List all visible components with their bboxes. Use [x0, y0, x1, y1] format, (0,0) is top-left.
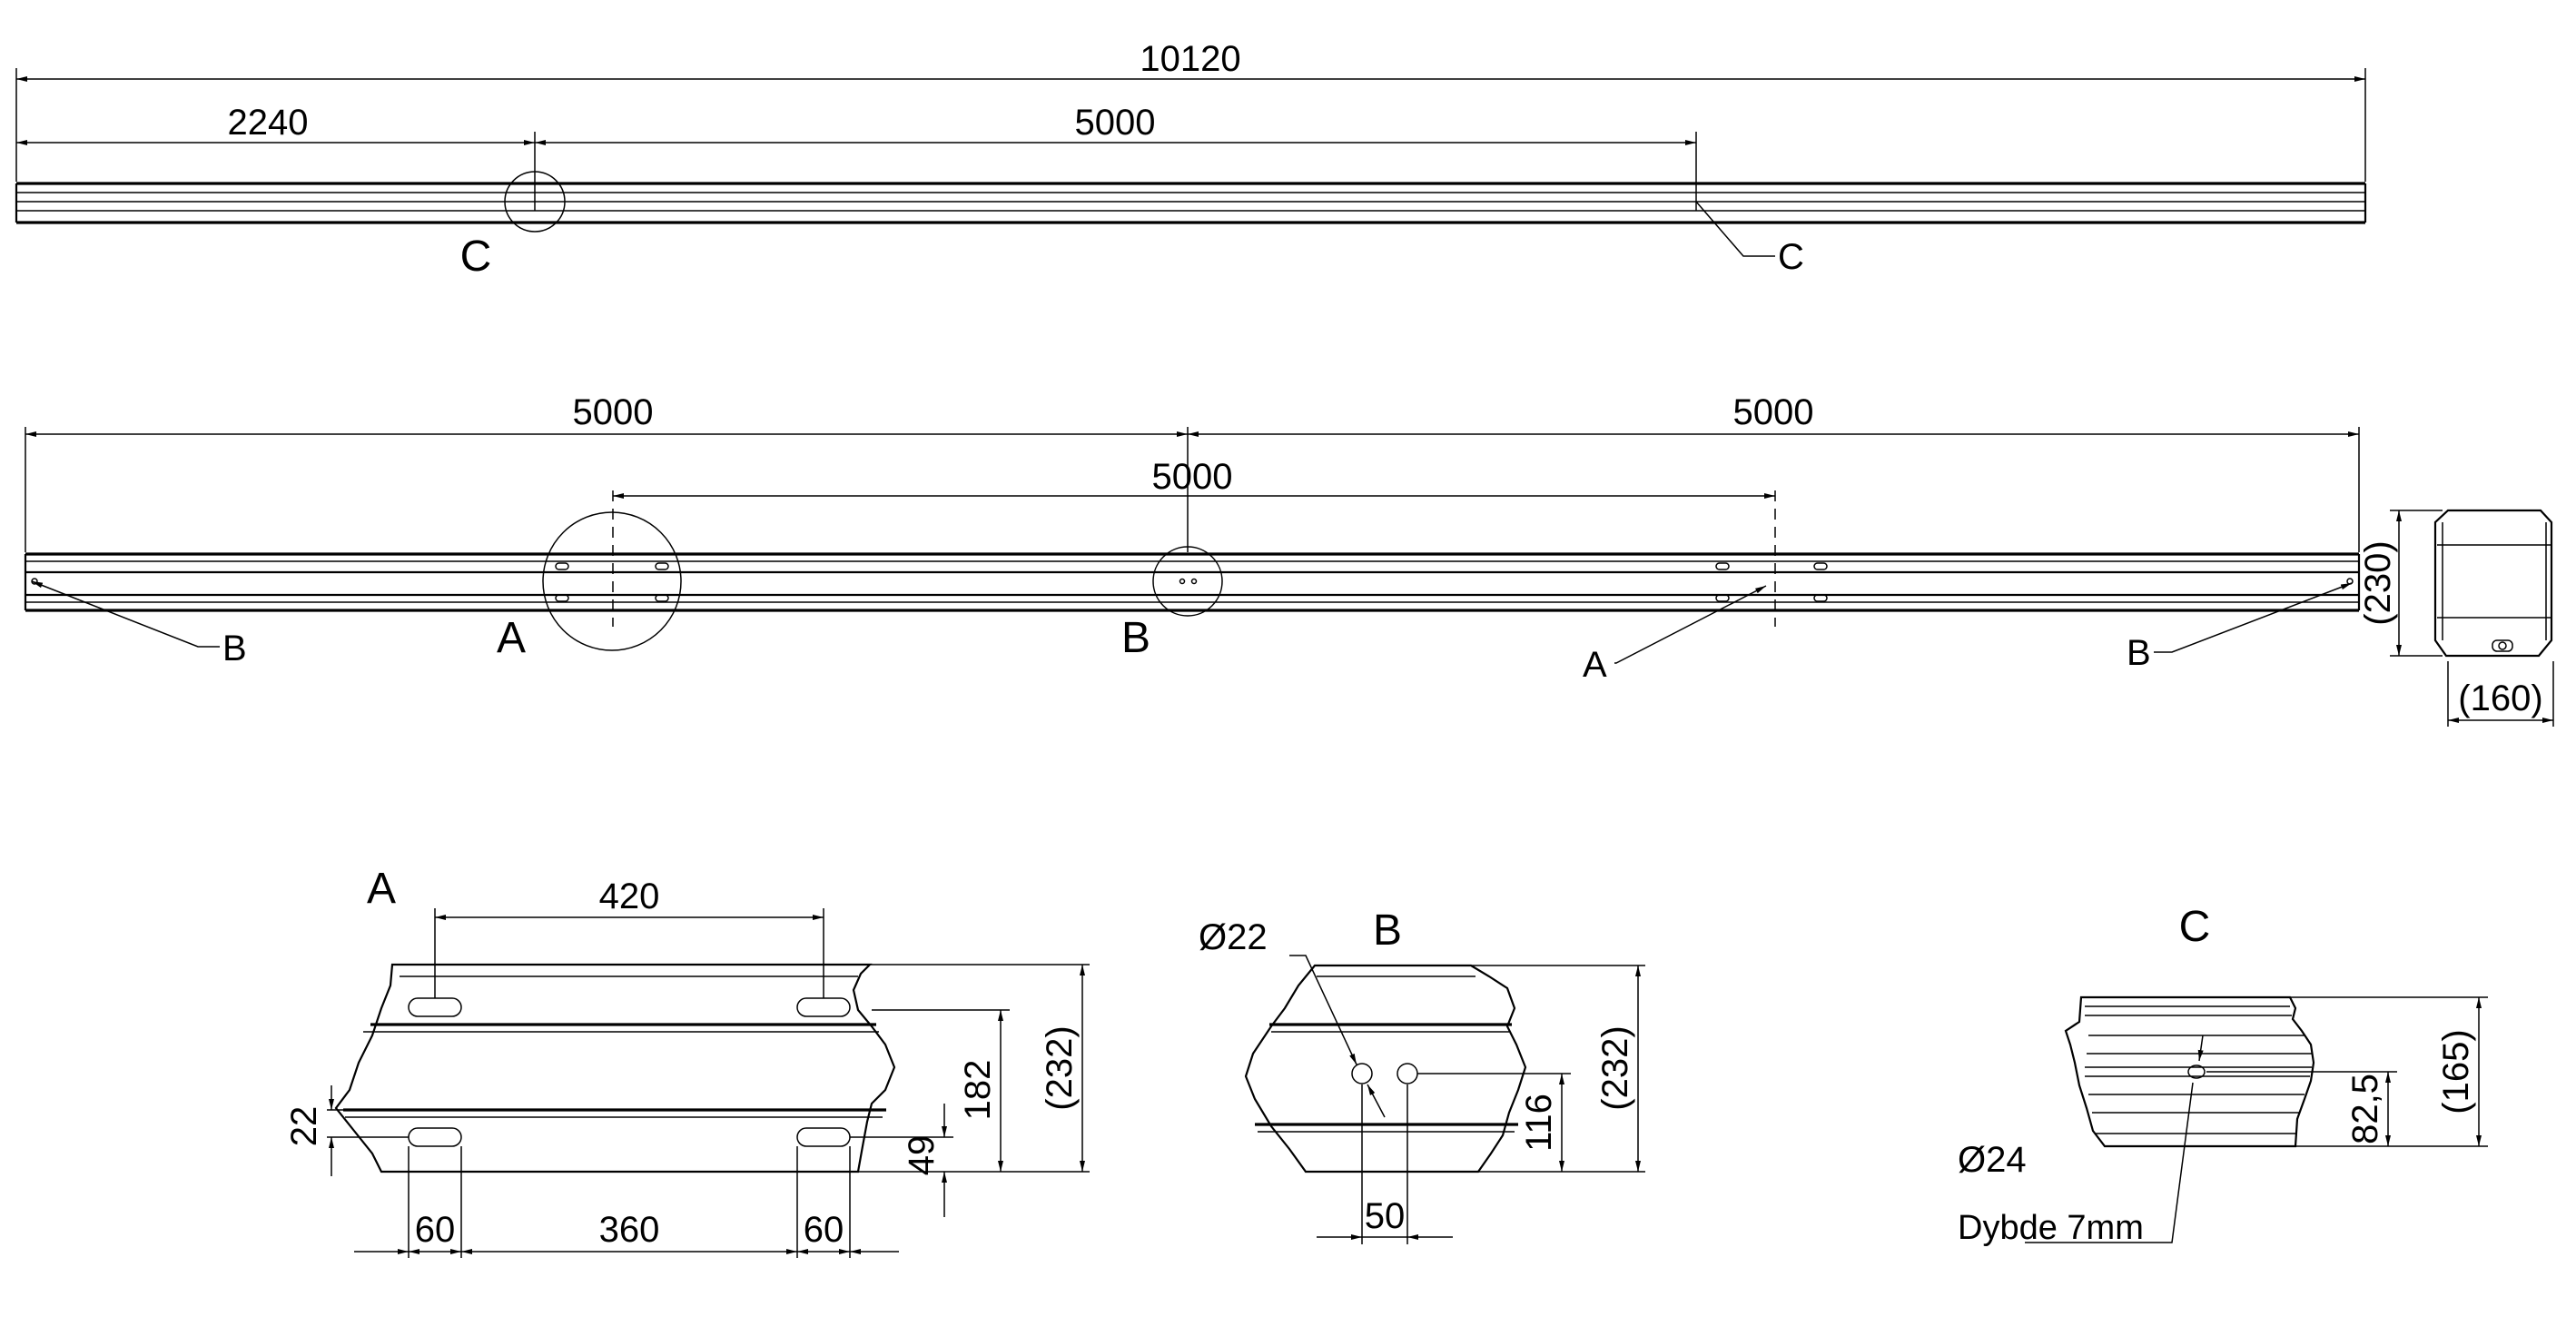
detail-label-c-top: C — [460, 233, 492, 281]
detail-a-420-dimension: 420 — [599, 876, 660, 916]
detail-c-depth-note: Dybde 7mm — [1958, 1209, 2144, 1247]
detail-c-165: (165) — [2436, 1029, 2476, 1114]
callout-label-b-right: B — [2127, 633, 2151, 673]
detail-a-60-right: 60 — [804, 1210, 844, 1250]
detail-b-232: (232) — [1595, 1025, 1635, 1110]
detail-label-a: A — [497, 614, 526, 662]
detail-b-116: 116 — [1519, 1094, 1559, 1152]
detail-view-a: A 420 60 360 60 22 — [284, 865, 1090, 1258]
callout-label-a: A — [1583, 645, 1607, 685]
top-left-dimension: 2240 — [228, 103, 309, 143]
detail-c-hole-diameter: Ø24 — [1958, 1140, 2027, 1180]
top-profile-view: 10120 2240 5000 C C — [15, 39, 2367, 281]
side-rail-body — [24, 552, 2361, 612]
top-middle-dimension: 5000 — [1075, 103, 1156, 143]
detail-b-hole-diameter: Ø22 — [1199, 917, 1268, 957]
callout-label-c: C — [1778, 237, 1804, 277]
section-height-dimension: (230) — [2358, 540, 2398, 625]
detail-circle-c — [504, 171, 566, 233]
detail-a-182: 182 — [958, 1060, 998, 1121]
detail-circle-b — [1152, 546, 1223, 617]
detail-c-title: C — [2179, 903, 2211, 951]
detail-label-b: B — [1121, 614, 1150, 662]
top-overall-dimension: 10120 — [1140, 39, 1240, 79]
mid-right-dimension: 5000 — [1733, 392, 1814, 432]
detail-a-title: A — [367, 865, 396, 913]
detail-a-232: (232) — [1040, 1025, 1080, 1110]
top-rail-body — [15, 182, 2367, 224]
cross-section-view: (230) (160) — [2358, 509, 2554, 727]
detail-view-b: B Ø22 50 116 (232) — [1199, 906, 1645, 1244]
detail-b-title: B — [1373, 906, 1402, 955]
mid-center-dimension: 5000 — [1152, 457, 1233, 497]
detail-view-c: C Ø24 Dybde 7mm 82,5 (165) — [1958, 903, 2488, 1247]
detail-b-50: 50 — [1365, 1196, 1406, 1236]
section-width-dimension: (160) — [2458, 678, 2542, 718]
detail-a-22: 22 — [284, 1106, 324, 1147]
side-profile-view: 5000 5000 5000 A B B A B — [24, 392, 2361, 685]
detail-circle-a — [542, 511, 682, 651]
detail-a-360: 360 — [599, 1210, 660, 1250]
mid-left-dimension: 5000 — [573, 392, 654, 432]
detail-c-82-5: 82,5 — [2345, 1074, 2385, 1144]
detail-a-60-left: 60 — [415, 1210, 456, 1250]
callout-label-b-left: B — [222, 629, 247, 668]
detail-a-49: 49 — [902, 1135, 942, 1176]
